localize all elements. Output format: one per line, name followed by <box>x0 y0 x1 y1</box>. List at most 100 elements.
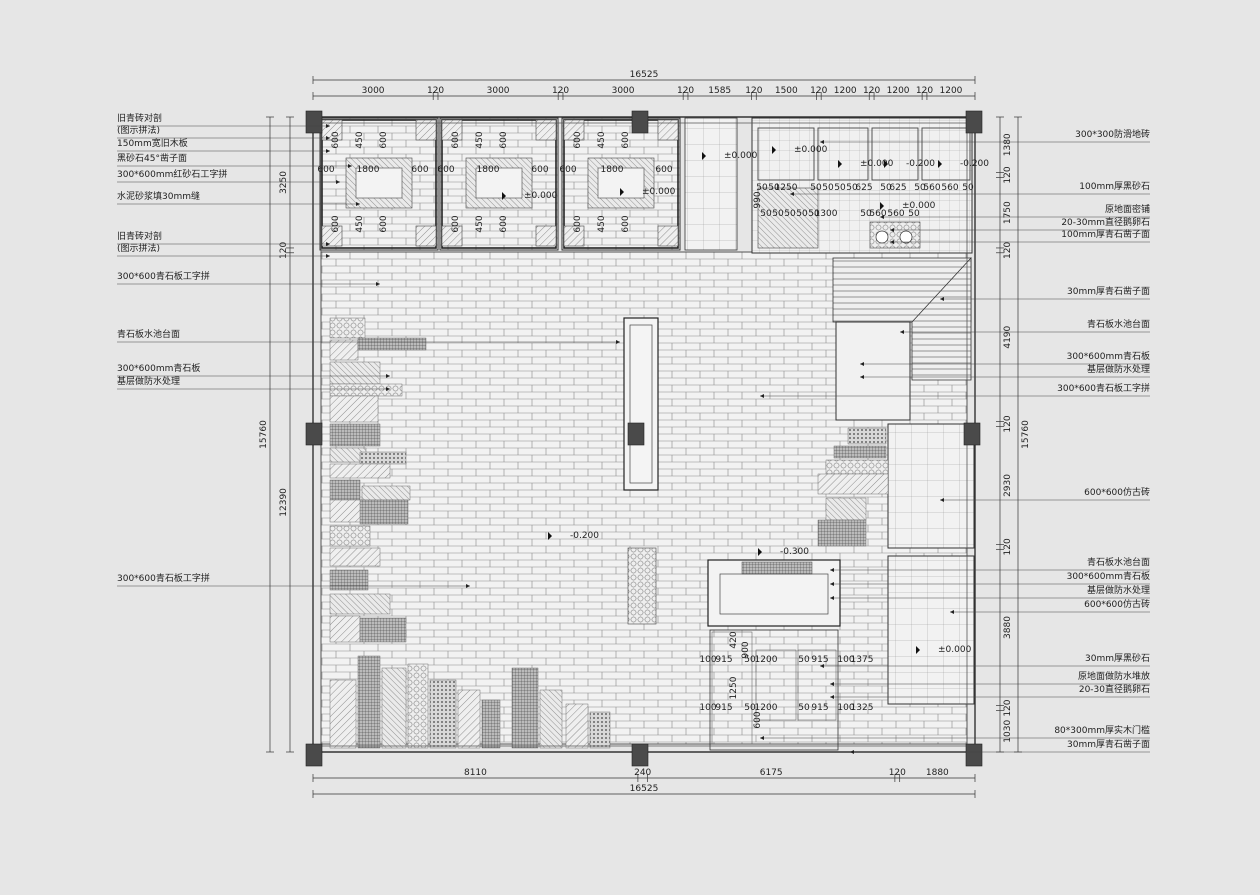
bottom-segment-dim-label: 8110 <box>464 768 487 778</box>
basin <box>899 230 913 244</box>
structural-column <box>627 422 645 446</box>
mosaic-tile <box>825 459 889 475</box>
inner-dim: 915 <box>811 655 828 665</box>
right-label: 青石板水池台面 <box>1086 320 1150 330</box>
right-label: 原地面做防水堆放 <box>1077 672 1150 682</box>
leader-arrow <box>850 750 854 754</box>
left-label: 150mm宽旧木板 <box>117 139 188 149</box>
elevation-text: ±0.000 <box>724 151 758 161</box>
elevation-text: ±0.000 <box>938 645 972 655</box>
toilet-stall <box>757 127 815 181</box>
elevation-marker <box>880 202 884 210</box>
inner-dim: 600 <box>499 215 509 232</box>
inner-dim: 600 <box>531 165 548 175</box>
elevation-text: ±0.000 <box>524 191 558 201</box>
top-segment-dim-label: 1200 <box>834 86 857 96</box>
inner-dim: 450 <box>355 131 365 148</box>
inner-dim: 625 <box>889 183 906 193</box>
left-label: 基层做防水处理 <box>117 377 181 387</box>
left-label: 300*600青石板工字拼 <box>117 574 210 584</box>
left-segment-dim-label: 12390 <box>279 488 289 517</box>
right-label: 80*300mm厚实木门槛 <box>1054 726 1150 736</box>
mosaic-tile <box>329 317 366 339</box>
top-segment-dim-label: 120 <box>863 86 880 96</box>
toilet-black-stone <box>757 187 819 249</box>
inner-dim: 1200 <box>755 655 778 665</box>
right-label: 基层做防水处理 <box>1086 365 1150 375</box>
inner-dim: 600 <box>437 165 454 175</box>
leader-arrow <box>860 362 864 366</box>
hatch-block <box>657 119 679 141</box>
hatch-block <box>415 225 437 247</box>
leader-arrow <box>326 149 330 153</box>
elevation-text: ±0.000 <box>902 201 936 211</box>
right-label: 青石板水池台面 <box>1086 558 1150 568</box>
pool-platform <box>835 321 911 421</box>
structural-column <box>305 422 323 446</box>
tile-room-lower <box>887 555 975 705</box>
toilet-stall <box>817 127 869 181</box>
inner-dim: 450 <box>355 215 365 232</box>
leader-arrow <box>830 582 834 586</box>
inner-dim: 600 <box>331 131 341 148</box>
right-label: 600*600仿古砖 <box>1084 600 1150 610</box>
inner-dim: 50 <box>822 183 834 193</box>
leader-arrow <box>940 498 944 502</box>
leader-arrow <box>860 375 864 379</box>
mosaic-tile <box>817 519 867 547</box>
right-label: 100mm厚青石凿子面 <box>1061 230 1150 240</box>
central-pool <box>623 317 659 491</box>
mosaic-tile <box>359 617 407 643</box>
elevation-marker <box>916 646 920 654</box>
top-total-dim-label: 16525 <box>630 70 659 80</box>
inner-dim: 450 <box>597 131 607 148</box>
mosaic-tile <box>817 473 889 495</box>
right-label: 600*600仿古砖 <box>1084 488 1150 498</box>
left-segment-dim-label: 120 <box>279 242 289 259</box>
inner-dim: 600 <box>451 131 461 148</box>
inner-dim: 900 <box>741 641 751 658</box>
right-label: 30mm厚青石凿子面 <box>1067 740 1150 750</box>
kitchen-cell <box>797 649 837 721</box>
right-label: 30mm厚青石凿子面 <box>1067 287 1150 297</box>
inner-dim: 1250 <box>729 676 739 699</box>
inner-dim: 450 <box>597 215 607 232</box>
right-label: 300*600mm青石板 <box>1066 352 1150 362</box>
top-segment-dim-label: 120 <box>745 86 762 96</box>
leader-arrow <box>760 394 764 398</box>
leader-arrow <box>890 240 894 244</box>
left-label: (图示拼法) <box>117 126 161 136</box>
mosaic-tile <box>539 689 563 749</box>
inner-dim: 50 <box>796 209 808 219</box>
base-layer: ±0.000±0.000±0.000±0.000±0.000-0.300±0.0… <box>305 110 989 767</box>
leader-arrow <box>326 242 330 246</box>
left-label: 黑砂石45°凿子面 <box>117 154 187 164</box>
mosaic-tile <box>833 445 887 459</box>
hatch-block <box>441 225 463 247</box>
leader-arrow <box>356 202 360 206</box>
right-segment-dim-label: 2930 <box>1003 474 1013 497</box>
inner-dim: 600 <box>753 711 763 728</box>
structural-column <box>305 110 323 134</box>
inner-dim: 600 <box>621 215 631 232</box>
inner-dim: 560 <box>941 183 958 193</box>
leader-arrow <box>386 387 390 391</box>
bottom-total-dim-label: 16525 <box>630 784 659 794</box>
inner-dim: 50 <box>760 209 772 219</box>
inner-dim: 100 <box>837 703 854 713</box>
left-label: 旧青砖对剖 <box>117 232 163 242</box>
mosaic-tile <box>329 479 361 501</box>
inner-dim: 600 <box>451 215 461 232</box>
right-label: 20-30mm直径鹅卵石 <box>1061 218 1150 228</box>
mosaic-tile <box>511 667 539 749</box>
hatch-block <box>535 225 557 247</box>
mosaic-tile <box>359 499 409 525</box>
top-segment-dim-label: 3000 <box>487 86 510 96</box>
bottom-segment-dim-label: 240 <box>634 768 651 778</box>
mosaic-tile <box>329 395 379 423</box>
right-label: 基层做防水处理 <box>1086 586 1150 596</box>
inner-dim: 450 <box>475 215 485 232</box>
inner-dim: 600 <box>621 131 631 148</box>
